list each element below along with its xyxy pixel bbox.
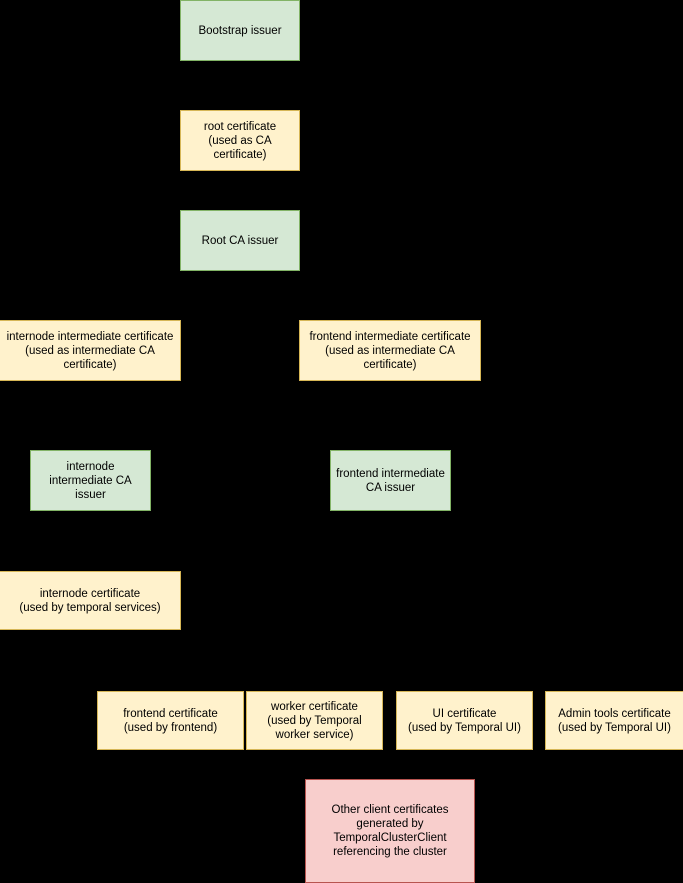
node-frontend-intermediate-certificate[interactable]: frontend intermediate certificate (used … bbox=[299, 320, 481, 381]
arrowhead-other-client-certificates bbox=[385, 771, 395, 781]
node-label: internode certificate (used by temporal … bbox=[19, 587, 161, 614]
node-label: UI certificate (used by Temporal UI) bbox=[408, 707, 521, 734]
edge-frontend-intermediate-ca-issuer-to-frontend-certificate bbox=[170, 511, 391, 685]
node-frontend-certificate[interactable]: frontend certificate (used by frontend) bbox=[97, 691, 244, 750]
node-label: Admin tools certificate (used by Tempora… bbox=[558, 707, 671, 734]
edge-frontend-intermediate-ca-issuer-to-ui-certificate bbox=[390, 511, 465, 685]
edge-root-ca-issuer-to-internode-intermediate-certificate bbox=[89, 271, 241, 314]
arrowhead-root-certificate bbox=[235, 102, 245, 112]
edge-frontend-intermediate-ca-issuer-to-worker-certificate bbox=[314, 511, 391, 685]
node-root-certificate[interactable]: root certificate (used as CA certificate… bbox=[180, 110, 300, 171]
node-worker-certificate[interactable]: worker certificate (used by Temporal wor… bbox=[246, 691, 383, 750]
node-label: Root CA issuer bbox=[201, 234, 279, 247]
node-internode-intermediate-ca-issuer[interactable]: internode intermediate CA issuer bbox=[30, 450, 151, 511]
edge-frontend-intermediate-ca-issuer-to-other-client-certificates bbox=[389, 510, 391, 774]
node-label: Bootstrap issuer bbox=[198, 24, 282, 37]
node-internode-intermediate-certificate[interactable]: internode intermediate certificate (used… bbox=[0, 320, 181, 381]
node-admin-tools-certificate[interactable]: Admin tools certificate (used by Tempora… bbox=[545, 691, 683, 750]
node-label: frontend certificate (used by frontend) bbox=[123, 707, 218, 734]
node-label: frontend intermediate certificate (used … bbox=[309, 330, 471, 371]
node-internode-certificate[interactable]: internode certificate (used by temporal … bbox=[0, 571, 181, 630]
edge-frontend-intermediate-ca-issuer-to-admin-tools-certificate bbox=[390, 511, 615, 685]
node-root-ca-issuer[interactable]: Root CA issuer bbox=[180, 210, 300, 271]
arrowhead-internode-intermediate-certificate bbox=[85, 312, 95, 322]
edge-frontend-intermediate-certificate-to-frontend-intermediate-ca-issuer bbox=[389, 380, 391, 445]
node-frontend-intermediate-ca-issuer[interactable]: frontend intermediate CA issuer bbox=[330, 450, 451, 511]
node-label: internode intermediate CA issuer bbox=[49, 460, 132, 501]
arrowhead-admin-tools-certificate bbox=[609, 683, 620, 693]
arrowhead-worker-certificate bbox=[309, 683, 320, 693]
node-label: Other client certificates generated by T… bbox=[331, 804, 449, 858]
arrowhead-internode-intermediate-ca-issuer bbox=[85, 442, 96, 452]
node-label: internode intermediate certificate (used… bbox=[6, 330, 174, 371]
edge-internode-intermediate-ca-issuer-to-internode-certificate bbox=[89, 510, 91, 566]
arrowhead-ui-certificate bbox=[459, 683, 470, 693]
node-label: worker certificate (used by Temporal wor… bbox=[267, 700, 362, 741]
node-label: root certificate (used as CA certificate… bbox=[203, 120, 277, 161]
edge-internode-intermediate-certificate-to-internode-intermediate-ca-issuer bbox=[89, 380, 91, 445]
arrowhead-frontend-intermediate-certificate bbox=[385, 312, 395, 322]
node-bootstrap-issuer[interactable]: Bootstrap issuer bbox=[180, 0, 300, 61]
arrowhead-root-ca-issuer bbox=[235, 202, 245, 212]
arrowhead-frontend-intermediate-ca-issuer bbox=[385, 442, 396, 452]
node-ui-certificate[interactable]: UI certificate (used by Temporal UI) bbox=[396, 691, 533, 750]
arrowhead-internode-certificate bbox=[85, 563, 95, 573]
arrowhead-frontend-certificate bbox=[165, 683, 176, 693]
edge-root-ca-issuer-to-frontend-intermediate-certificate bbox=[239, 271, 391, 314]
node-other-client-certificates[interactable]: Other client certificates generated by T… bbox=[305, 779, 475, 883]
node-label: frontend intermediate CA issuer bbox=[336, 467, 445, 494]
